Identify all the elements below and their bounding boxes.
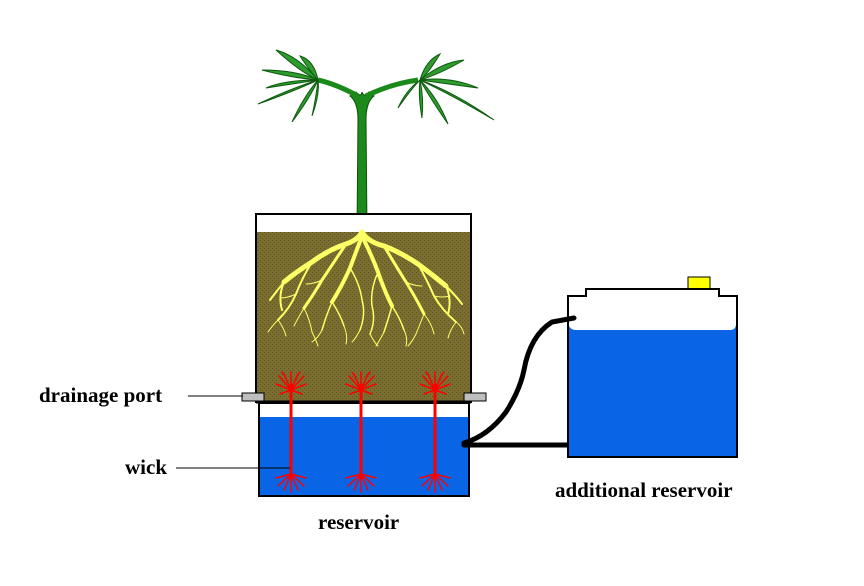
wick-middle (345, 371, 377, 493)
wicks (275, 371, 451, 493)
additional-reservoir-tank (567, 276, 738, 458)
plant (257, 49, 495, 233)
drainage-port-left (241, 392, 265, 402)
additional-reservoir-outline (567, 288, 738, 458)
label-additional-reservoir: additional reservoir (555, 478, 733, 502)
roots (267, 229, 465, 347)
overflow-hose (461, 315, 577, 446)
pot-rim-space (256, 214, 471, 232)
label-drainage-port: drainage port (39, 383, 162, 407)
leaf-cluster-left (257, 49, 319, 123)
leaf-cluster-right (397, 52, 495, 125)
connecting-hoses (461, 315, 577, 448)
label-wick: wick (125, 455, 167, 479)
wick-right (419, 371, 451, 493)
additional-reservoir-cap (687, 276, 711, 290)
label-reservoir: reservoir (318, 510, 399, 534)
plant-branch-left (317, 77, 360, 99)
reservoir-air-gap (260, 404, 468, 420)
plant-branch-right (364, 77, 419, 99)
additional-reservoir-water (568, 320, 736, 457)
wick-left (275, 371, 307, 493)
reservoir-outline (258, 402, 470, 497)
drainage-port-right (463, 392, 487, 402)
plant-stem (349, 91, 375, 233)
